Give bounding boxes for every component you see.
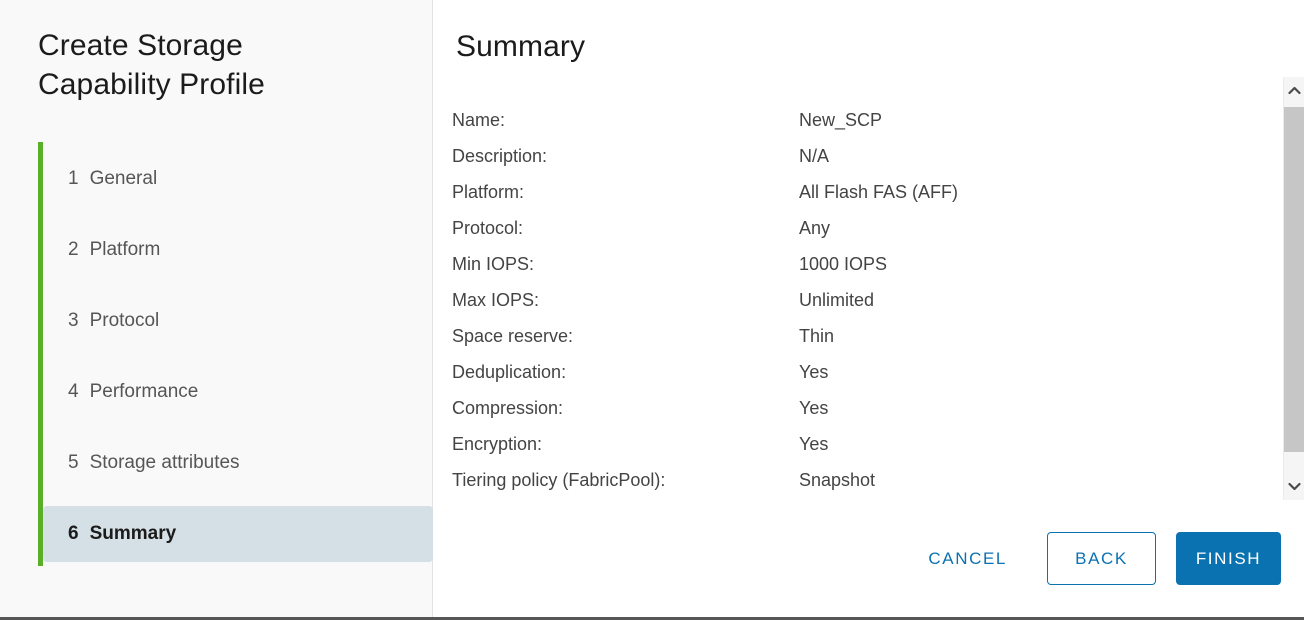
step-number: 2 — [68, 239, 79, 260]
sidebar-step-storage-attributes[interactable]: 5 Storage attributes — [43, 435, 433, 491]
vertical-scrollbar[interactable] — [1283, 77, 1304, 500]
summary-value: Any — [799, 218, 831, 238]
summary-key: Tiering policy (FabricPool): — [452, 470, 666, 490]
step-label: Storage attributes — [89, 452, 240, 473]
sidebar-step-performance[interactable]: 4 Performance — [43, 364, 433, 420]
summary-row: Min IOPS: 1000 IOPS — [452, 251, 1272, 287]
summary-value: Unlimited — [799, 290, 875, 310]
step-number: 6 — [68, 523, 79, 544]
summary-value: Snapshot — [799, 470, 876, 490]
summary-key: Platform: — [452, 182, 525, 202]
summary-value: Thin — [799, 326, 835, 346]
step-label: General — [89, 168, 158, 189]
step-number: 5 — [68, 452, 79, 473]
summary-value: All Flash FAS (AFF) — [799, 182, 959, 202]
step-label: Summary — [89, 523, 177, 544]
sidebar-step-summary[interactable]: 6 Summary — [43, 506, 433, 562]
summary-scroll-region: Name: New_SCP Description: N/A Platform: All … — [433, 77, 1284, 500]
step-number: 1 — [68, 168, 79, 189]
summary-key: Encryption: — [452, 434, 543, 454]
summary-key: Max IOPS: — [452, 290, 540, 310]
summary-row: Compression: Yes — [452, 395, 1272, 431]
summary-value: Yes — [799, 362, 829, 382]
summary-value: N/A — [799, 146, 830, 166]
step-label: Performance — [89, 381, 199, 402]
summary-value: Yes — [799, 398, 829, 418]
summary-row: Max IOPS: Unlimited — [452, 287, 1272, 323]
chevron-up-icon — [1287, 86, 1301, 95]
back-button[interactable]: BACK — [1047, 532, 1156, 585]
summary-row: Protocol: Any — [452, 215, 1272, 251]
summary-row: Tiering policy (FabricPool): Snapshot — [452, 467, 1272, 500]
summary-row: Encryption: Yes — [452, 431, 1272, 467]
sidebar-step-platform[interactable]: 2 Platform — [43, 222, 433, 278]
sidebar-step-protocol[interactable]: 3 Protocol — [43, 293, 433, 349]
scrollbar-thumb[interactable] — [1284, 107, 1304, 452]
summary-row: Space reserve: Thin — [452, 323, 1272, 359]
sidebar-step-general[interactable]: 1 General — [43, 151, 433, 207]
page-title: Summary — [456, 30, 586, 63]
summary-key: Name: — [452, 110, 506, 130]
wizard-sidebar: Create Storage Capability Profile 1 Gener… — [0, 0, 433, 617]
wizard-title: Create Storage Capability Profile — [38, 29, 265, 101]
summary-key: Compression: — [452, 398, 564, 418]
summary-row: Name: New_SCP — [452, 107, 1272, 143]
step-label: Platform — [89, 239, 161, 260]
summary-row: Deduplication: Yes — [452, 359, 1272, 395]
summary-table: Name: New_SCP Description: N/A Platform: All … — [452, 107, 1272, 500]
summary-value: Yes — [799, 434, 829, 454]
summary-key: Deduplication: — [452, 362, 567, 382]
chevron-down-icon — [1287, 482, 1301, 491]
cancel-button[interactable]: CANCEL — [910, 535, 1025, 582]
summary-row: Description: N/A — [452, 143, 1272, 179]
summary-key: Min IOPS: — [452, 254, 535, 274]
summary-row: Platform: All Flash FAS (AFF) — [452, 179, 1272, 215]
scroll-down-button[interactable] — [1284, 473, 1304, 500]
finish-button[interactable]: FINISH — [1176, 532, 1281, 585]
summary-key: Description: — [452, 146, 548, 166]
wizard-footer: CANCEL BACK FINISH — [910, 532, 1281, 585]
step-number: 3 — [68, 310, 79, 331]
wizard-content-pane: Summary Name: New_SCP Description: N/A Platf… — [433, 0, 1304, 617]
summary-key: Space reserve: — [452, 326, 574, 346]
summary-key: Protocol: — [452, 218, 524, 238]
summary-value: New_SCP — [799, 110, 883, 130]
scroll-up-button[interactable] — [1284, 77, 1304, 104]
step-progress-rail — [38, 142, 43, 566]
summary-value: 1000 IOPS — [799, 254, 888, 274]
step-label: Protocol — [89, 310, 160, 331]
step-number: 4 — [68, 381, 79, 402]
